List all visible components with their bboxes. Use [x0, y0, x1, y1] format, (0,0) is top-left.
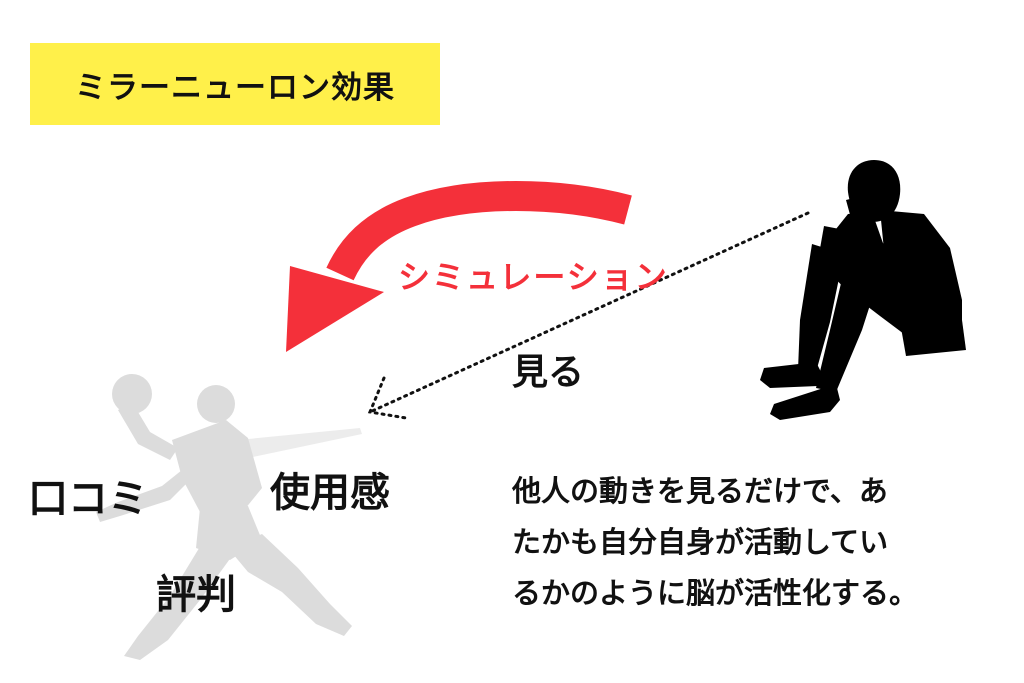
- simulation-arrow-shaft: [326, 181, 632, 281]
- description-line: たかも自分自身が活動してい: [512, 525, 889, 559]
- look-arrow: [367, 211, 810, 420]
- word-reputation: 評判: [156, 572, 236, 618]
- description-text: 他人の動きを見るだけで、あ たかも自分自身が活動してい るかのように脳が活性化す…: [512, 466, 972, 619]
- description-line: るかのように脳が活性化する。: [512, 576, 919, 610]
- simulation-arrow: [286, 181, 632, 352]
- simulation-label: シミュレーション: [398, 258, 669, 296]
- see-label: 見る: [512, 352, 585, 393]
- sitting-person-silhouette-icon: [760, 160, 966, 420]
- diagram-title: ミラーニューロン効果: [75, 69, 395, 106]
- title-box: ミラーニューロン効果: [30, 43, 440, 125]
- throwing-athlete-silhouette-icon: [96, 374, 362, 660]
- description-line: 他人の動きを見るだけで、あ: [512, 474, 888, 508]
- look-arrowhead: [367, 376, 408, 420]
- word-word-of-mouth: 口コミ: [28, 476, 148, 522]
- word-usability: 使用感: [270, 470, 390, 516]
- simulation-arrowhead: [286, 266, 384, 352]
- look-line: [368, 211, 810, 414]
